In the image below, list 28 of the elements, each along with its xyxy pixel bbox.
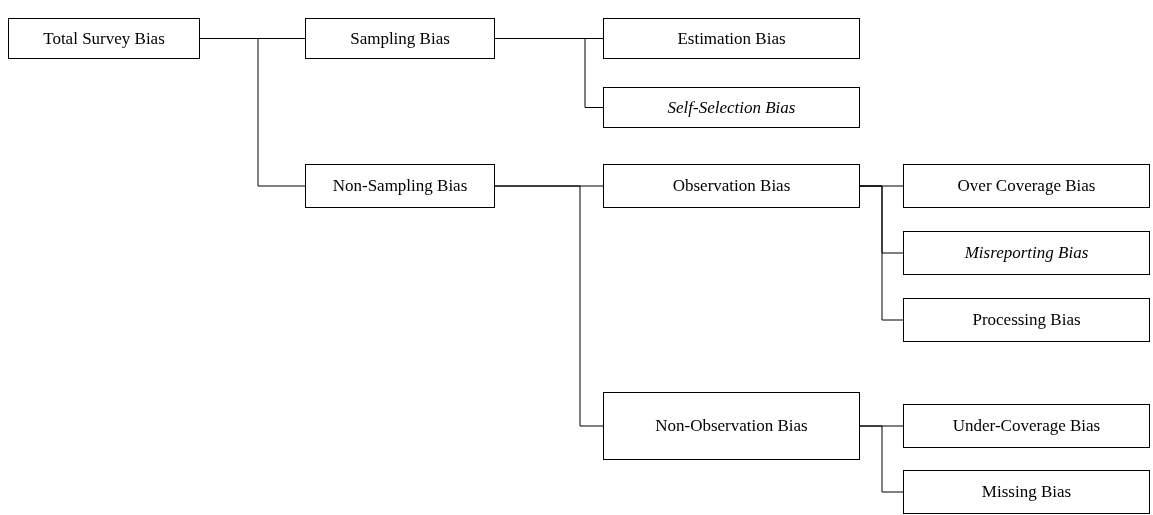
category-label: Processing Bias bbox=[972, 309, 1081, 331]
category-label: Estimation Bias bbox=[677, 27, 786, 50]
category-label: Observation Bias bbox=[672, 175, 791, 197]
category-box bbox=[603, 87, 860, 128]
connector-line bbox=[859, 425, 904, 493]
category-label: Non-Observation Bias bbox=[655, 415, 808, 437]
category-label: Missing Bias bbox=[981, 481, 1072, 503]
category-box bbox=[305, 164, 495, 208]
category-box bbox=[903, 164, 1150, 208]
category-box bbox=[903, 470, 1150, 514]
category-box bbox=[603, 18, 860, 59]
category-label: Non-Sampling Bias bbox=[332, 175, 468, 197]
category-label: Sampling Bias bbox=[350, 27, 450, 50]
connector-line bbox=[859, 185, 904, 321]
category-box bbox=[8, 18, 200, 59]
connector-line bbox=[494, 185, 604, 427]
category-box bbox=[603, 392, 860, 460]
category-box bbox=[603, 164, 860, 208]
category-label: Self-Selection Bias bbox=[667, 96, 796, 119]
category-label: Total Survey Bias bbox=[43, 27, 165, 50]
connector-line bbox=[494, 38, 604, 108]
category-box bbox=[903, 404, 1150, 448]
category-label: Misreporting Bias bbox=[964, 242, 1089, 264]
category-box bbox=[903, 298, 1150, 342]
category-label: Under-Coverage Bias bbox=[952, 415, 1101, 437]
category-label: Over Coverage Bias bbox=[957, 175, 1096, 197]
category-box bbox=[305, 18, 495, 59]
category-box bbox=[903, 231, 1150, 275]
